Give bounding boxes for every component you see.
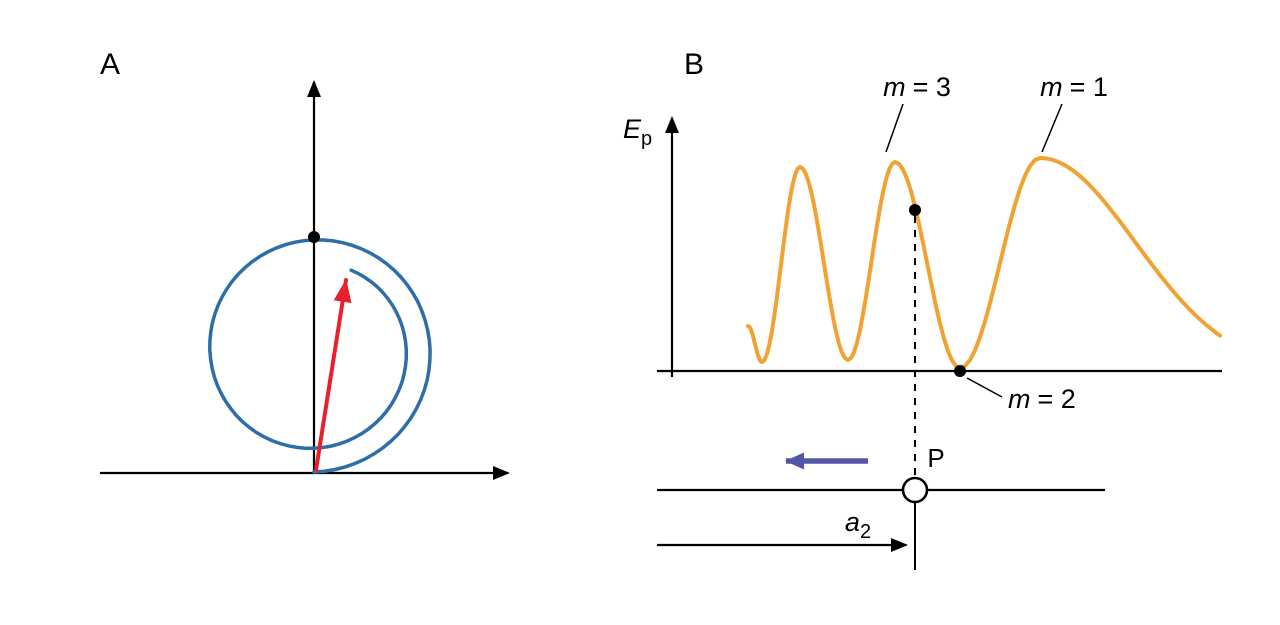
phasor-spiral-curve xyxy=(208,238,432,474)
panel-b-label: B xyxy=(684,48,704,81)
m3-leader-line xyxy=(885,103,904,153)
panel-a-label: A xyxy=(100,48,120,81)
potential-energy-curve xyxy=(746,156,1222,370)
panel-a: A xyxy=(100,48,510,480)
panel-b: B Ep m= 3 m= 1 m= 2 P a2 xyxy=(623,48,1222,570)
axis-minimum-dot xyxy=(954,365,966,377)
m1-label: m= 1 xyxy=(1040,72,1108,102)
a2-label: a2 xyxy=(845,507,871,543)
m1-leader-line xyxy=(1041,103,1063,153)
particle-p-label: P xyxy=(927,443,944,473)
spiral-top-dot xyxy=(308,231,320,243)
curve-point-dot xyxy=(909,204,921,216)
particle-p-circle xyxy=(901,476,929,504)
m2-label: m= 2 xyxy=(1008,384,1076,414)
phasor-arrow xyxy=(314,278,352,472)
m2-leader-line xyxy=(966,377,1003,398)
m3-label: m= 3 xyxy=(883,72,951,102)
ep-axis-label: Ep xyxy=(623,114,652,150)
